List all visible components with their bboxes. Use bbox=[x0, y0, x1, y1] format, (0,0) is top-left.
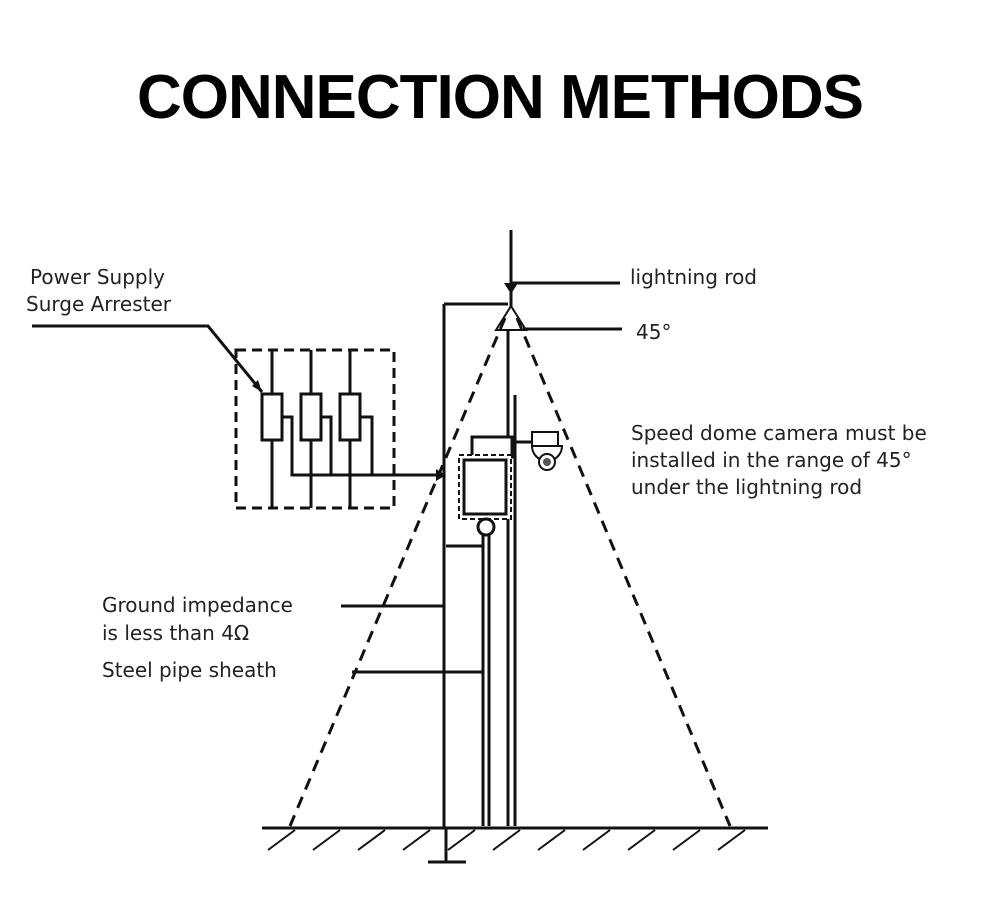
camera-label-line2: installed in the range of 45° bbox=[631, 448, 912, 472]
page-title: CONNECTION METHODS bbox=[137, 63, 864, 132]
leader-lines bbox=[32, 281, 622, 674]
equipment-box bbox=[446, 435, 514, 826]
ground bbox=[262, 826, 768, 864]
speed-dome-camera-icon bbox=[515, 431, 564, 471]
ground-impedance-label-line2: is less than 4Ω bbox=[102, 621, 249, 645]
steel-pipe-label: Steel pipe sheath bbox=[102, 658, 277, 682]
lightning-rod bbox=[506, 230, 517, 826]
down-conductor bbox=[442, 302, 508, 828]
angle-label: 45° bbox=[636, 320, 671, 344]
camera-label-line1: Speed dome camera must be bbox=[631, 421, 927, 445]
ground-impedance-label-line1: Ground impedance bbox=[102, 593, 293, 617]
power-supply-label: Power Supply bbox=[30, 265, 165, 289]
protection-cone bbox=[288, 304, 732, 827]
surge-arrester-label: Surge Arrester bbox=[26, 292, 172, 316]
camera-label-line3: under the lightning rod bbox=[631, 475, 862, 499]
lightning-rod-label: lightning rod bbox=[630, 265, 757, 289]
surge-arrester bbox=[234, 348, 446, 510]
